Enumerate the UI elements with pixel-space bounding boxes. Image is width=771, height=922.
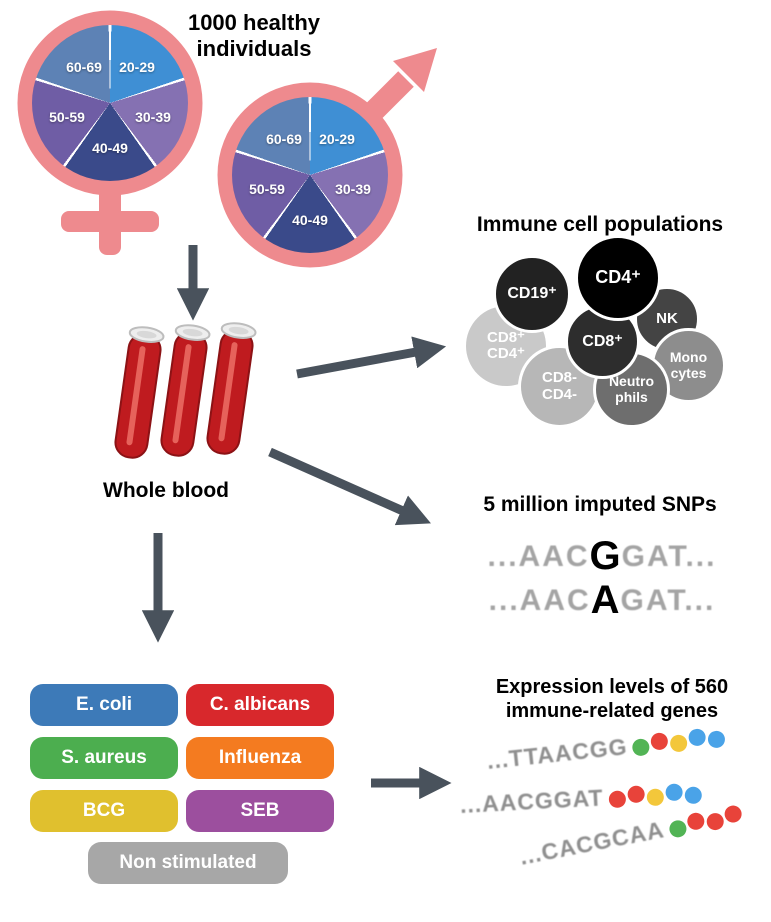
snp-sequences: ...AACGGAT... ...AACAGAT... bbox=[428, 534, 771, 622]
stimulus-pill-e-coli: E. coli bbox=[30, 684, 178, 726]
pie-segment-label: 20-29 bbox=[119, 59, 155, 75]
pie-segment-label: 40-49 bbox=[92, 140, 128, 156]
stimulus-pill-c-albicans: C. albicans bbox=[186, 684, 334, 726]
snp-variant-allele: G bbox=[589, 534, 622, 578]
expression-dot bbox=[685, 810, 706, 831]
male-symbol-ring bbox=[217, 82, 403, 268]
blood-tube-opening bbox=[228, 326, 249, 335]
expression-dot bbox=[722, 803, 743, 824]
male-symbol-arrow-shaft bbox=[360, 71, 414, 125]
blood-tube-opening bbox=[182, 328, 203, 337]
snp-variant-allele: A bbox=[590, 578, 621, 622]
blood-tube-highlight bbox=[126, 346, 146, 446]
snps-title: 5 million imputed SNPs bbox=[483, 493, 717, 516]
expression-dot bbox=[704, 811, 725, 832]
immune-cell-label: CD8⁺ bbox=[582, 332, 623, 350]
immune-cell-label: CD4⁺ bbox=[487, 345, 525, 362]
expression-dot bbox=[608, 789, 627, 808]
expression-dot bbox=[626, 784, 645, 803]
female-symbol-cross-horizontal bbox=[61, 211, 159, 232]
expression-dot bbox=[646, 787, 664, 806]
expression-dot bbox=[650, 731, 669, 751]
pie-segment-label: 60-69 bbox=[66, 59, 102, 75]
pie-segment-label: 50-59 bbox=[49, 109, 85, 125]
stimulus-label: Non stimulated bbox=[119, 852, 257, 873]
expression-dot bbox=[687, 727, 707, 747]
immune-cell-label: Mono bbox=[669, 349, 708, 366]
cohort-title: 1000 healthy individuals bbox=[187, 10, 321, 61]
expression-dot bbox=[664, 782, 683, 801]
immune-cell-label: Neutro bbox=[608, 373, 655, 390]
immune-cell-cd4pos: CD4⁺ bbox=[575, 235, 661, 321]
stimulus-pill-seb: SEB bbox=[186, 790, 334, 832]
male-age-pie: 20-29 30-39 40-49 50-59 60-69 bbox=[232, 97, 388, 253]
expression-title: Expression levels of 560 immune-related … bbox=[495, 676, 729, 722]
male-symbol-arrow-head bbox=[393, 48, 437, 92]
stimulus-label: BCG bbox=[82, 800, 126, 821]
immune-cell-label: cytes bbox=[670, 364, 707, 381]
pie-segment-label: 30-39 bbox=[135, 109, 171, 125]
immune-cell-cd19pos: CD19⁺ bbox=[493, 255, 571, 333]
arrow-blood-to-immune-cells bbox=[296, 336, 447, 379]
stimulus-pill-s-aureus: S. aureus bbox=[30, 737, 178, 779]
blood-tube-3 bbox=[206, 322, 257, 455]
stimulus-label: E. coli bbox=[76, 694, 132, 715]
blood-tube-highlight bbox=[218, 342, 238, 442]
snp-seq-prefix: ...AAC bbox=[487, 540, 590, 573]
blood-tube-highlight bbox=[172, 344, 192, 444]
expression-dots bbox=[608, 782, 702, 808]
stimulus-pill-influenza: Influenza bbox=[186, 737, 334, 779]
snp-seq-suffix: GAT... bbox=[621, 540, 717, 573]
immune-cell-label: CD8- bbox=[541, 369, 577, 387]
snp-seq-suffix: GAT... bbox=[620, 584, 716, 617]
stimulus-pill-bcg: BCG bbox=[30, 790, 178, 832]
female-age-pie: 20-29 30-39 40-49 50-59 60-69 bbox=[32, 25, 188, 181]
pie-segment-label: 40-49 bbox=[292, 212, 328, 228]
immune-cell-label: NK bbox=[656, 309, 678, 327]
stimulus-pill-non-stimulated: Non stimulated bbox=[88, 842, 288, 884]
stimulus-label: C. albicans bbox=[209, 694, 311, 715]
stimulus-label: S. aureus bbox=[61, 747, 147, 768]
blood-tube-1 bbox=[114, 326, 165, 459]
pie-segment-label: 60-69 bbox=[266, 131, 302, 147]
stimulus-label: SEB bbox=[240, 800, 280, 821]
immune-cell-label: CD8⁺ bbox=[487, 328, 525, 346]
blood-tube-opening bbox=[136, 330, 157, 339]
snp-seq-prefix: ...AAC bbox=[488, 584, 591, 617]
blood-tube-2 bbox=[160, 324, 211, 457]
arrow-blood-to-snps bbox=[268, 447, 431, 526]
immune-cell-label: phils bbox=[615, 388, 648, 405]
expression-dot bbox=[667, 818, 688, 839]
whole-blood-label: Whole blood bbox=[103, 479, 229, 502]
pie-segment-label: 20-29 bbox=[319, 131, 355, 147]
immune-cell-label: CD19⁺ bbox=[507, 285, 557, 303]
expression-dot bbox=[669, 733, 689, 753]
expression-dot bbox=[707, 729, 726, 749]
stimulus-label: Influenza bbox=[218, 747, 302, 768]
pie-segment-label: 30-39 bbox=[335, 181, 371, 197]
snp-sequence-row: ...AACAGAT... bbox=[428, 578, 771, 622]
pie-segment-label: 50-59 bbox=[249, 181, 285, 197]
immune-cells-title: Immune cell populations bbox=[476, 213, 724, 236]
immune-cell-label: CD4- bbox=[541, 385, 577, 403]
snp-sequence-row: ...AACGGAT... bbox=[428, 534, 771, 578]
immune-cell-label: CD4⁺ bbox=[595, 267, 641, 288]
expression-dot bbox=[631, 737, 651, 757]
expression-dot bbox=[684, 785, 702, 804]
